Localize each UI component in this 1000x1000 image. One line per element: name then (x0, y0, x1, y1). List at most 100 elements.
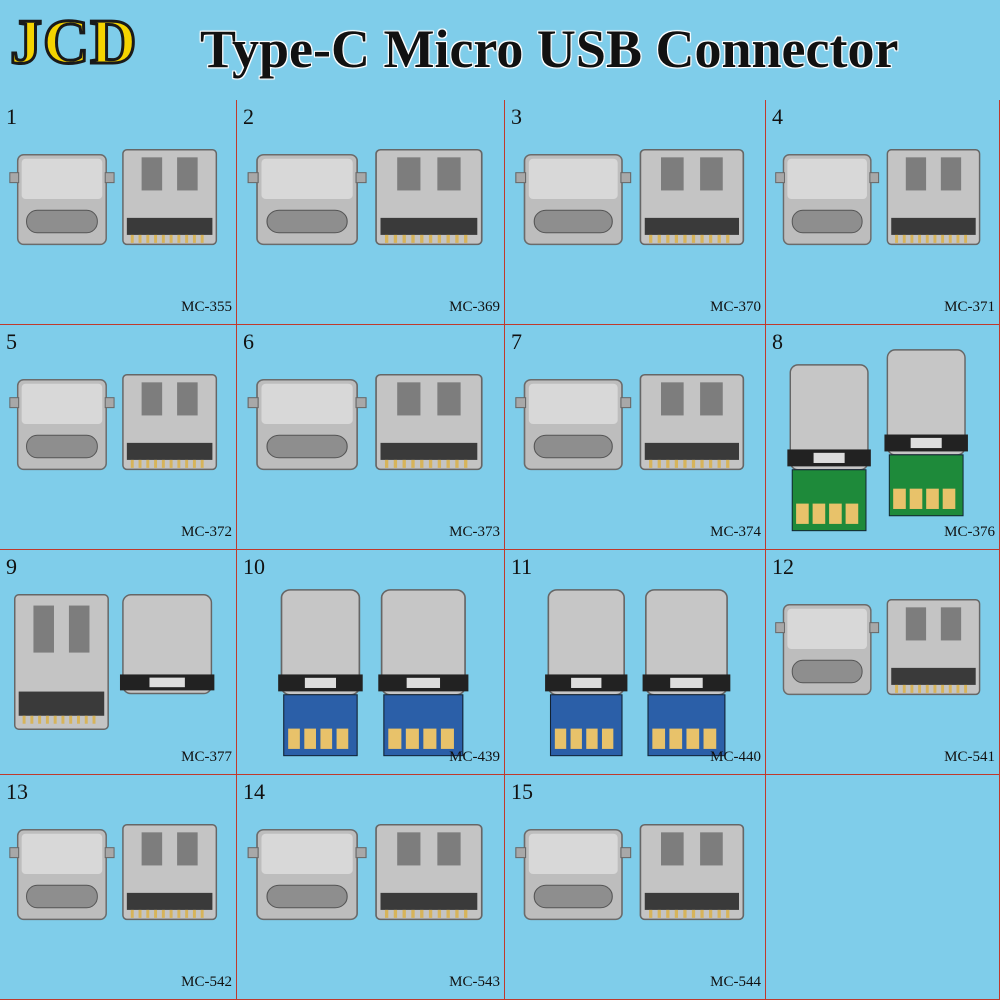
model-code: MC-371 (944, 299, 995, 315)
contact-pin (948, 234, 952, 243)
contact-pin (53, 715, 57, 724)
connector-shell-top (787, 158, 867, 200)
solder-pad (423, 728, 437, 749)
mount-tab (104, 172, 115, 184)
contact-pin (192, 234, 196, 243)
contact-pin (154, 459, 158, 468)
mount-tab (775, 172, 785, 184)
mount-tab (620, 847, 632, 859)
item-number: 10 (243, 554, 265, 579)
contact-pin (402, 909, 406, 918)
connector-slot (437, 382, 461, 416)
contact-pin (717, 234, 721, 243)
solder-pad (926, 488, 939, 509)
solder-pad (336, 728, 349, 749)
connector-shell-top (787, 608, 867, 650)
model-code: MC-542 (181, 974, 232, 990)
connector-opening (533, 209, 613, 234)
mount-tab (515, 172, 527, 184)
contact-pin (393, 459, 398, 468)
contact-pin (708, 909, 713, 918)
plug-latch (149, 677, 185, 688)
contact-pin (941, 234, 945, 243)
model-code: MC-372 (181, 524, 232, 540)
contact-pin (169, 459, 173, 468)
contact-pin (683, 459, 687, 468)
item-number: 11 (511, 554, 533, 579)
mount-tab (9, 847, 20, 859)
connector-shell-top (261, 833, 353, 875)
solder-pad (405, 728, 419, 749)
contact-pin (649, 234, 653, 243)
connector-slot (905, 607, 927, 641)
contact-pin (666, 459, 670, 468)
mount-tab (247, 397, 259, 409)
connector-slot (905, 157, 927, 191)
contact-pin (185, 459, 189, 468)
mount-tab (355, 172, 367, 184)
product-photo (787, 349, 968, 532)
connector-slot (700, 382, 723, 416)
connector-slot (397, 382, 421, 416)
contact-pin (384, 459, 389, 468)
product-photo (9, 149, 218, 246)
solder-pad (845, 503, 859, 524)
connector-slot (940, 157, 962, 191)
contact-pin (384, 909, 389, 918)
solder-pad (942, 488, 956, 509)
model-code: MC-439 (449, 749, 500, 765)
model-code: MC-544 (710, 974, 761, 990)
contact-pin (717, 909, 721, 918)
contact-pin (691, 909, 696, 918)
contact-pin (177, 459, 181, 468)
contact-pin (200, 459, 204, 468)
connector-slot (661, 382, 684, 416)
connector-slot (177, 382, 198, 416)
page-title: Type-C Micro USB Connector (200, 19, 899, 79)
pin-header (380, 217, 478, 235)
contact-pin (177, 234, 181, 243)
item-number: 4 (772, 104, 783, 129)
contact-pin (200, 909, 204, 918)
contact-pin (428, 234, 433, 243)
connector-shell-top (21, 383, 103, 425)
connector-slot (68, 605, 90, 653)
solder-pad (554, 728, 567, 749)
contact-pin (956, 234, 960, 243)
contact-pin (691, 459, 696, 468)
model-code: MC-370 (710, 299, 761, 315)
contact-pin (437, 909, 442, 918)
model-code: MC-373 (449, 524, 500, 540)
contact-pin (918, 234, 922, 243)
contact-pin (138, 234, 142, 243)
connector-opening (791, 659, 863, 684)
pin-header (891, 217, 976, 235)
solder-pad (440, 728, 454, 749)
contact-pin (683, 234, 687, 243)
solder-pad (812, 503, 826, 524)
pin-header (18, 691, 105, 716)
contact-pin (61, 715, 65, 724)
pin-header (644, 442, 739, 460)
contact-pin (169, 234, 173, 243)
connector-slot (141, 382, 163, 416)
contact-pin (941, 684, 945, 693)
item-number: 13 (6, 779, 28, 804)
product-photo (247, 374, 483, 471)
contact-pin (130, 234, 134, 243)
plug-latch (406, 677, 441, 688)
connector-slot (33, 605, 54, 653)
plug-shell (122, 594, 213, 695)
contact-pin (161, 459, 165, 468)
plug-latch (571, 677, 602, 688)
